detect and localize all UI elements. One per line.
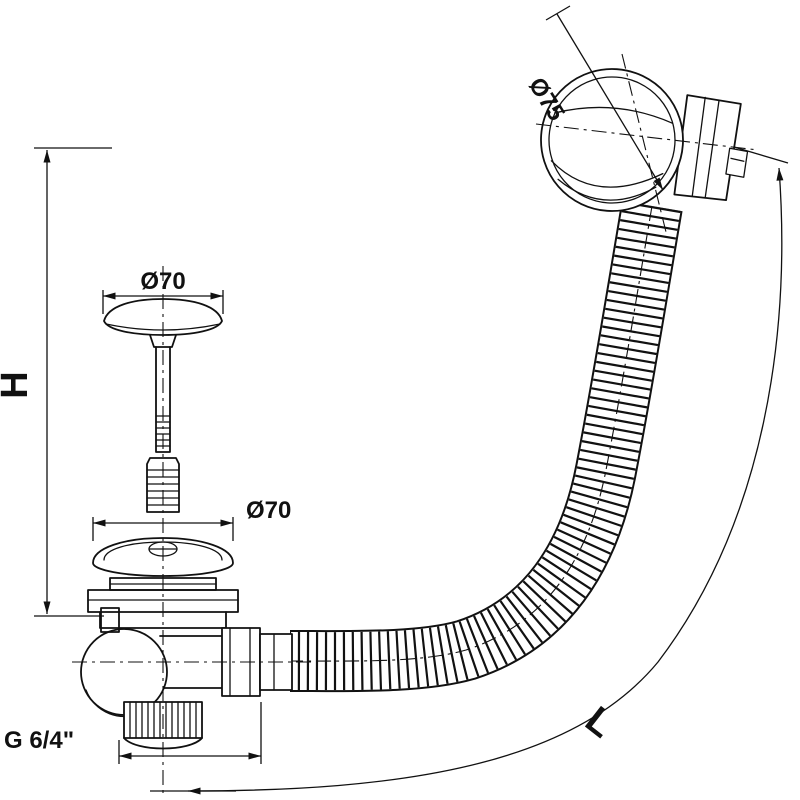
dimension-outlet: G 6/4" xyxy=(4,702,262,764)
drain-plug xyxy=(103,298,223,453)
dimension-height: H xyxy=(0,147,112,617)
thread-size-label: G 6/4" xyxy=(4,727,74,754)
overflow-cap xyxy=(540,68,684,212)
overflow-axis-vertical xyxy=(621,53,668,237)
dimension-strainer-diameter: Ø70 xyxy=(92,497,291,541)
dimension-plug-diameter: Ø70 xyxy=(102,268,224,314)
plug-diameter-label: Ø70 xyxy=(140,268,185,295)
height-label: H xyxy=(0,371,36,398)
strainer-diameter-label: Ø70 xyxy=(246,497,291,524)
overflow-axis-horizontal xyxy=(535,123,759,151)
corrugated-hose xyxy=(289,200,683,693)
overflow-head xyxy=(540,68,749,212)
length-label: L xyxy=(577,699,621,746)
flange-tab xyxy=(100,607,120,633)
